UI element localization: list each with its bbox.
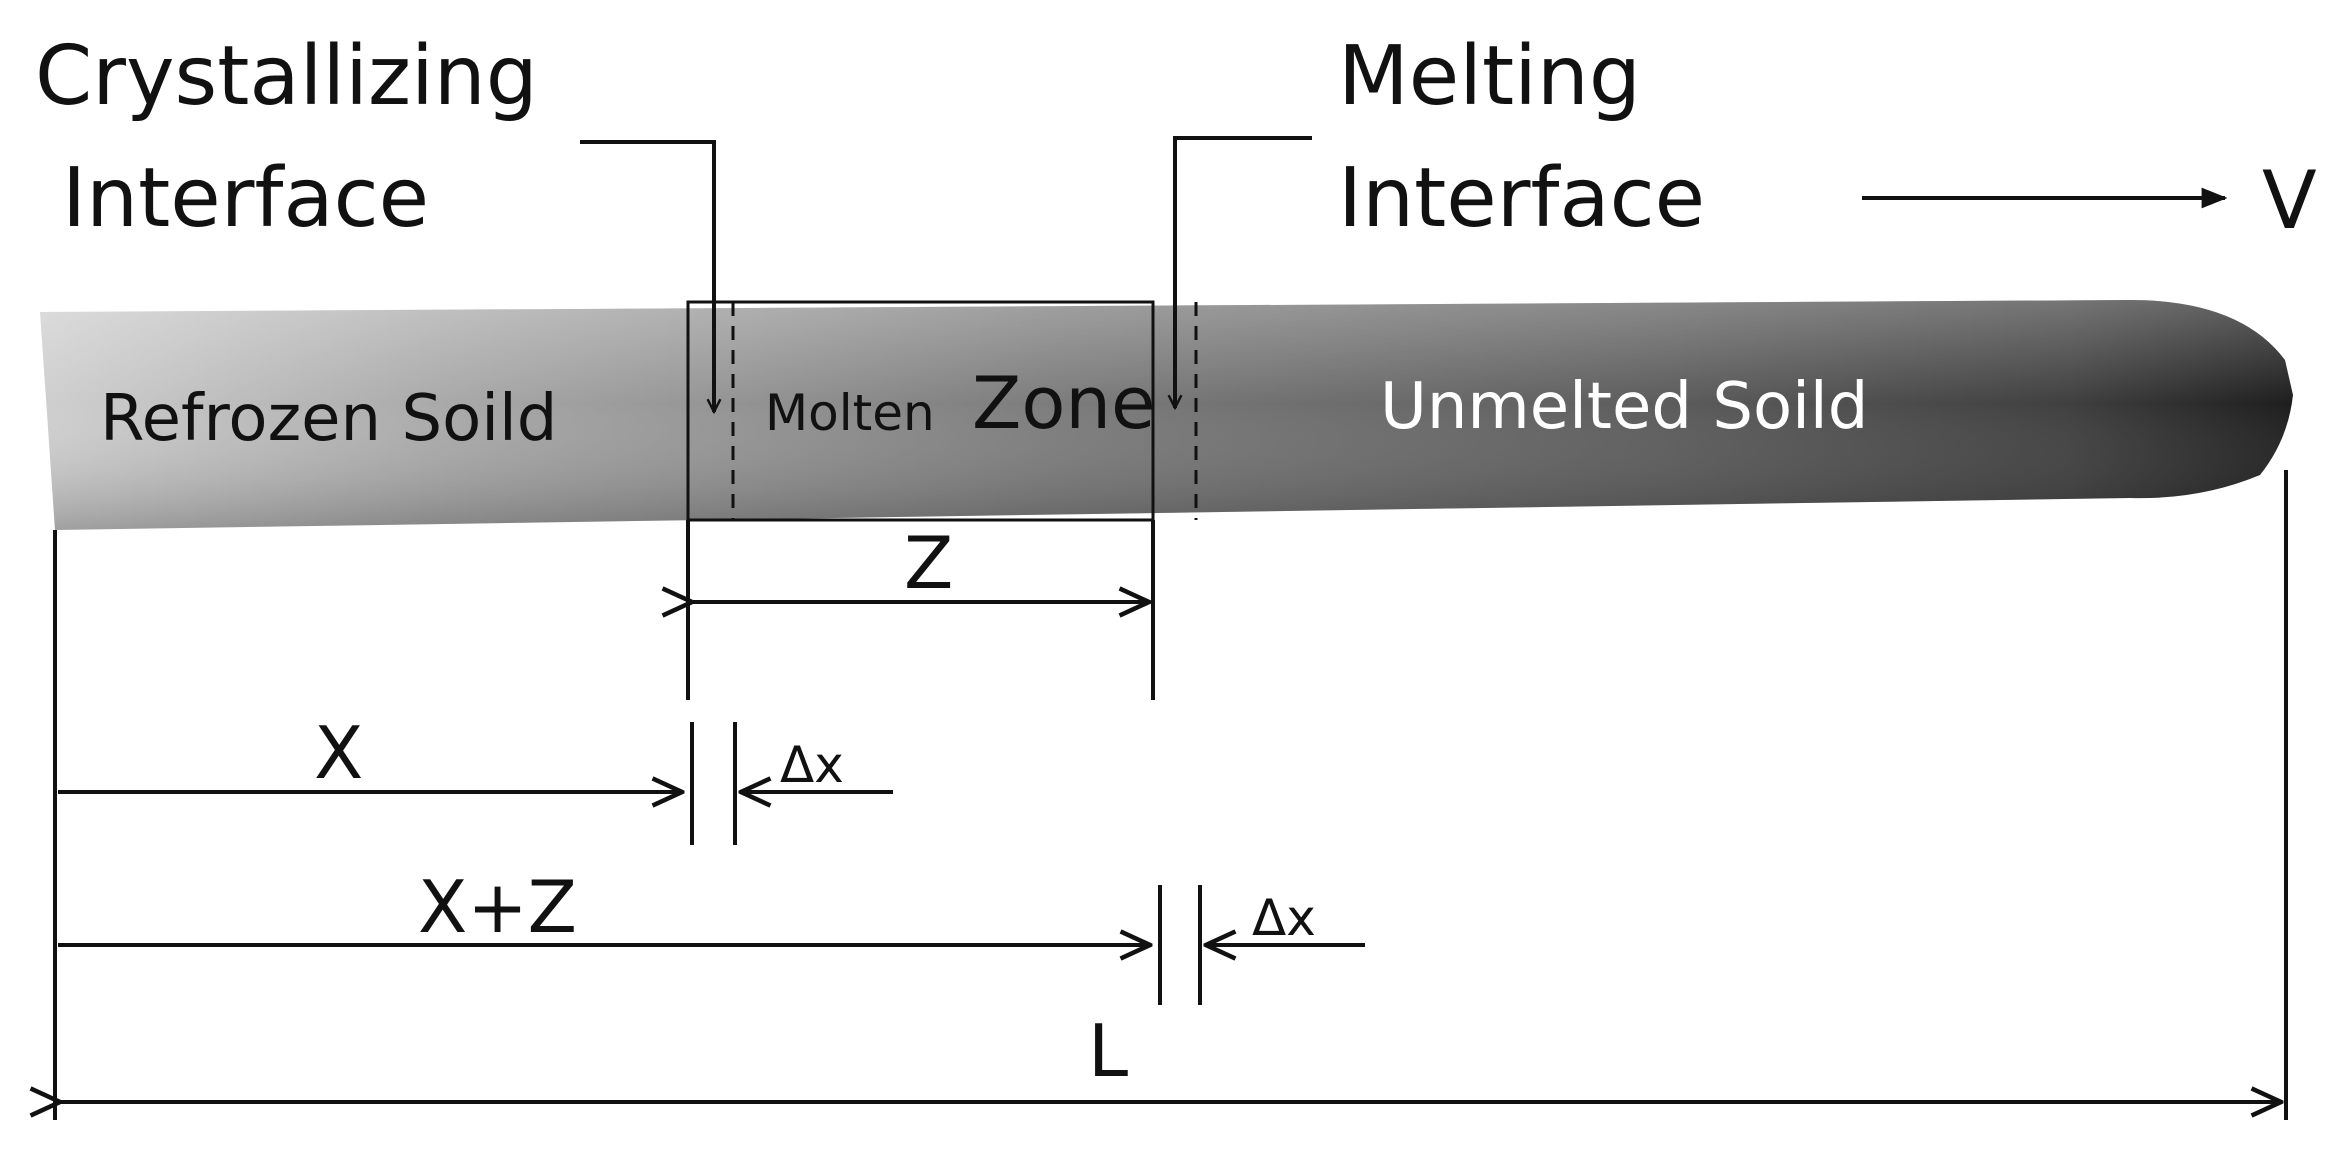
crystallizing-interface-callout: Crystallizing Interface <box>35 29 714 412</box>
molten-small-label: Molten <box>765 384 935 442</box>
dx1-label: Δx <box>780 736 844 794</box>
x-dimension: X Δx <box>58 711 893 845</box>
velocity-indicator: V <box>1862 154 2317 247</box>
crystallizing-label-line1: Crystallizing <box>35 29 538 124</box>
xz-label: X+Z <box>418 865 577 949</box>
crystallizing-label-line2: Interface <box>62 151 429 246</box>
unmelted-label: Unmelted Soild <box>1380 370 1868 444</box>
melting-label-line1: Melting <box>1338 29 1641 124</box>
crystallizing-leader-arrow <box>580 140 714 412</box>
melting-leader-arrow <box>1175 136 1312 408</box>
z-dimension: Z <box>688 520 1155 700</box>
velocity-label: V <box>2262 154 2317 247</box>
l-label: L <box>1088 1009 1128 1093</box>
melting-interface-callout: Melting Interface <box>1175 29 1705 408</box>
molten-large-label: Zone <box>972 361 1155 445</box>
dx2-label: Δx <box>1252 889 1316 947</box>
l-dimension: L <box>55 470 2288 1120</box>
molten-zone-box <box>686 300 1155 522</box>
rod-shading <box>40 300 2293 530</box>
melting-label-line2: Interface <box>1338 151 1705 246</box>
rod <box>40 300 2293 530</box>
refrozen-label: Refrozen Soild <box>100 382 557 456</box>
xz-dimension: X+Z Δx <box>58 865 1365 1005</box>
z-label: Z <box>904 521 953 605</box>
x-label: X <box>314 711 363 795</box>
